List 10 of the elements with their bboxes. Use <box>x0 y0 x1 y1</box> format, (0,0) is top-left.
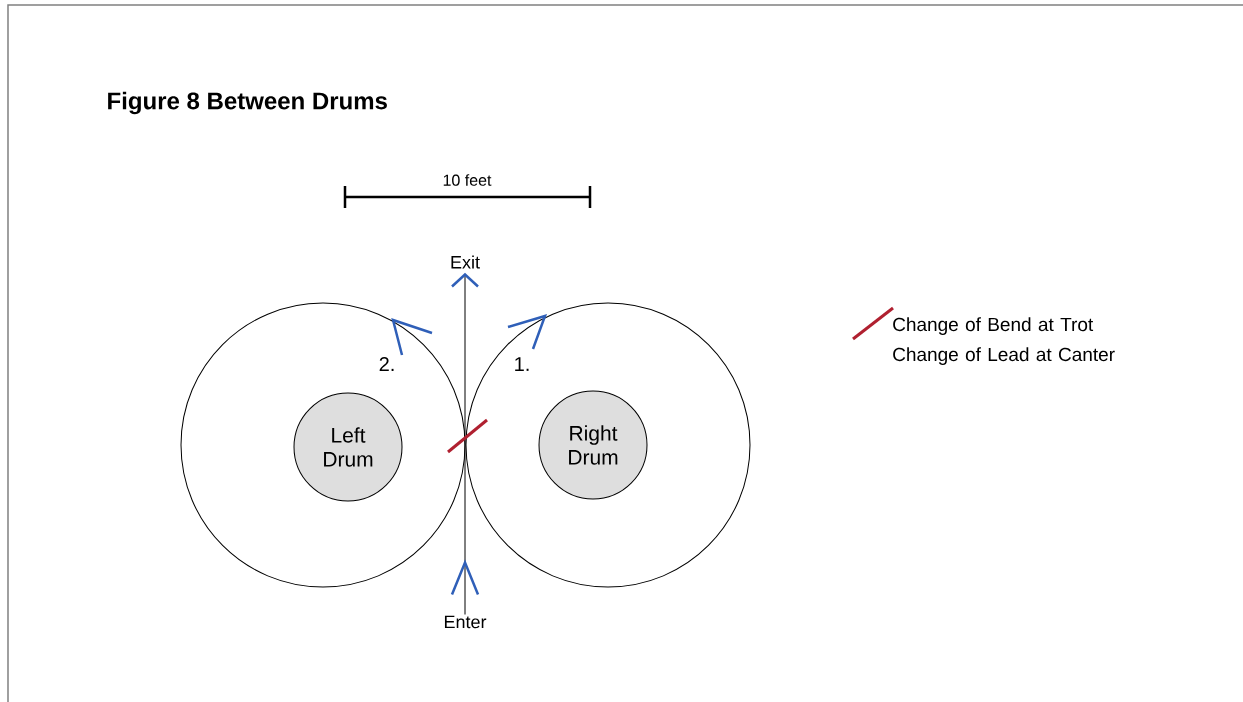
step-number: 2. <box>379 357 394 371</box>
legend-text: Change of Bend at Trot Change of Lead at Canter <box>893 317 1115 365</box>
terminal-label: Exit <box>451 255 480 269</box>
dimension-label: 10 feet <box>443 174 492 186</box>
terminal-label: Enter <box>444 615 487 629</box>
circle-track <box>465 302 751 588</box>
title: Figure 8 Between Drums <box>108 91 387 115</box>
arrow <box>450 272 480 616</box>
step-number: 1. <box>515 357 529 371</box>
circle-track <box>180 302 466 588</box>
